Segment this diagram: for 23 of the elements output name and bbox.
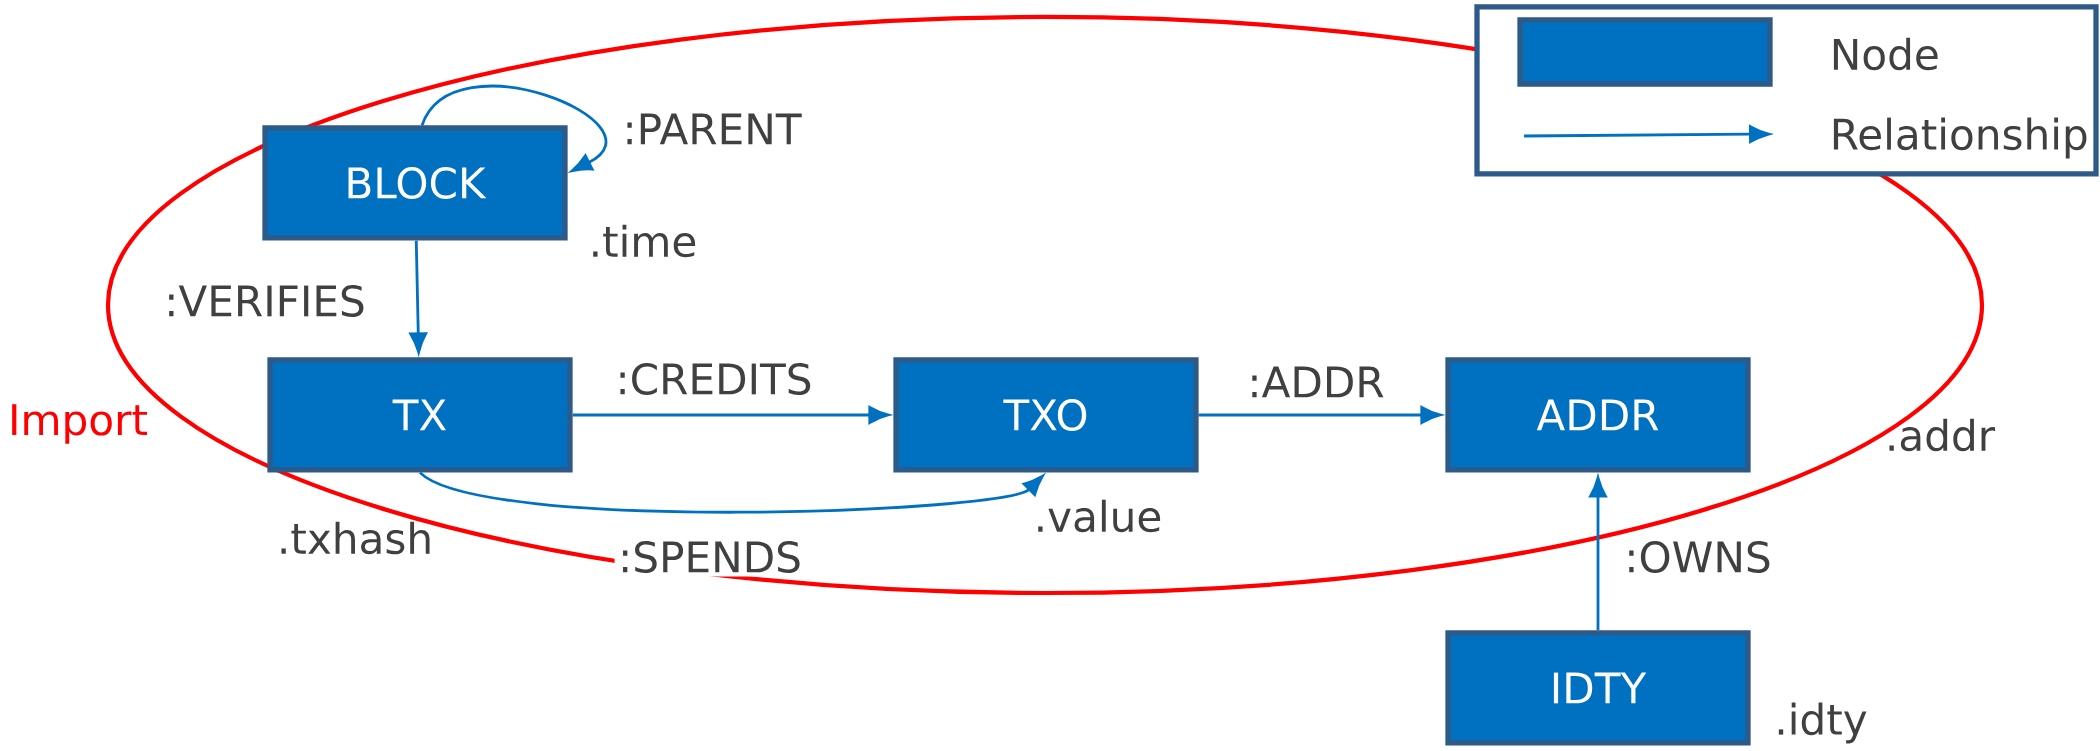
node-box: ADDR [1445,357,1751,473]
node-box: TXO [893,357,1199,473]
edge-label: :OWNS [1620,537,1776,577]
arrow [572,406,890,424]
attribute-label: .addr [1889,418,1996,452]
legend-label: Node [1833,37,1938,71]
attribute-label: .value [1038,499,1161,533]
legend-label: Relationship [1833,117,2087,159]
arrow [1198,406,1442,424]
edge-label: :ADDR [1243,363,1389,401]
attribute-label: .idty [1778,702,1867,744]
node-box: BLOCK [262,125,568,241]
edge-label: :PARENT [618,110,806,148]
arrow [420,84,608,172]
node-box: TX [267,357,573,473]
container-label: Import [12,404,147,444]
node-box: IDTY [1445,630,1751,746]
attribute-label: .txhash [281,521,430,555]
arrow [419,471,1044,514]
attribute-label: .time [593,224,696,258]
edge-label: :CREDITS [611,359,817,399]
edge-label: :VERIFIES [160,281,370,321]
edge-label: :SPENDS [614,537,806,577]
